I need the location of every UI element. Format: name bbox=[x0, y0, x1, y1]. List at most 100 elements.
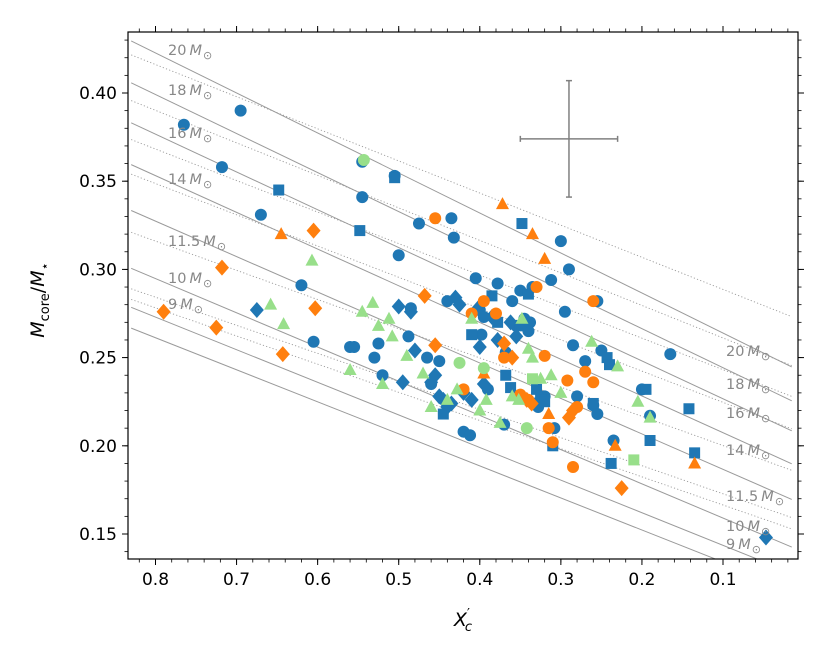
data-point-diamond bbox=[403, 303, 418, 320]
data-point-square bbox=[644, 435, 656, 447]
data-point-triangle bbox=[416, 366, 430, 379]
y-tick-label: 0.35 bbox=[79, 172, 117, 192]
data-point-triangle bbox=[515, 311, 529, 324]
data-point-triangle bbox=[264, 297, 278, 310]
data-point-triangle bbox=[608, 438, 622, 451]
data-point-circle bbox=[348, 341, 361, 354]
data-point-triangle bbox=[479, 392, 493, 405]
data-point-circle bbox=[475, 328, 488, 341]
data-point-circle bbox=[453, 356, 466, 369]
data-point-diamond bbox=[476, 376, 491, 393]
data-point-circle bbox=[546, 436, 559, 449]
data-point-circle bbox=[542, 422, 555, 435]
data-point-triangle bbox=[343, 362, 357, 375]
data-point-diamond bbox=[156, 303, 171, 320]
data-point-square bbox=[273, 184, 285, 196]
data-points bbox=[156, 104, 773, 546]
data-point-square bbox=[526, 373, 538, 385]
data-point-circle bbox=[554, 235, 567, 248]
data-point-triangle bbox=[440, 392, 454, 405]
data-point-square bbox=[522, 288, 534, 300]
data-point-diamond bbox=[524, 395, 539, 412]
plot-frame bbox=[127, 31, 799, 560]
error-bar bbox=[519, 79, 619, 198]
data-point-triangle bbox=[521, 341, 535, 354]
data-point-diamond bbox=[428, 367, 443, 384]
data-point-triangle bbox=[585, 334, 599, 347]
data-point-circle bbox=[254, 208, 267, 221]
data-point-circle bbox=[664, 348, 677, 361]
data-point-diamond bbox=[275, 346, 290, 363]
x-tick-label: 0.6 bbox=[304, 570, 331, 590]
data-point-square bbox=[587, 397, 599, 409]
data-point-diamond bbox=[503, 314, 518, 331]
data-point-circle bbox=[477, 362, 490, 375]
data-point-triangle bbox=[450, 382, 464, 395]
data-point-circle bbox=[567, 339, 580, 352]
data-point-diamond bbox=[395, 374, 410, 391]
x-tick-label: 0.5 bbox=[385, 570, 412, 590]
data-point-square bbox=[354, 225, 366, 237]
data-point-square bbox=[516, 218, 528, 230]
data-point-circle bbox=[445, 212, 458, 225]
data-point-square bbox=[466, 329, 478, 341]
data-point-square bbox=[539, 396, 551, 408]
data-point-square bbox=[689, 447, 701, 459]
data-point-circle bbox=[477, 295, 490, 308]
y-axis-label: Mcore/M⋆ bbox=[27, 262, 53, 338]
data-point-triangle bbox=[305, 253, 319, 266]
data-point-circle bbox=[376, 369, 389, 382]
data-point-square bbox=[531, 383, 543, 395]
data-point-circle bbox=[234, 104, 247, 117]
y-tick-label: 0.40 bbox=[79, 84, 117, 104]
dotted-track-line bbox=[131, 231, 792, 471]
data-point-square bbox=[514, 320, 526, 332]
data-point-triangle bbox=[643, 410, 657, 423]
data-point-circle bbox=[469, 272, 482, 285]
data-point-diamond bbox=[452, 296, 467, 313]
data-point-circle bbox=[587, 295, 600, 308]
track-line bbox=[130, 306, 759, 559]
data-point-circle bbox=[357, 154, 370, 167]
data-point-triangle bbox=[688, 456, 702, 469]
data-point-circle bbox=[591, 408, 604, 421]
data-point-circle bbox=[490, 307, 502, 320]
data-point-triangle bbox=[525, 350, 539, 363]
x-tick-label: 0.7 bbox=[223, 570, 250, 590]
data-point-circle bbox=[433, 355, 446, 368]
y-tick-label: 0.20 bbox=[79, 437, 117, 457]
data-point-circle bbox=[506, 295, 519, 308]
dotted-track-line bbox=[131, 139, 792, 397]
dotted-track-line bbox=[131, 100, 792, 366]
data-point-square bbox=[389, 172, 401, 184]
data-point-square bbox=[605, 457, 617, 469]
data-point-diamond bbox=[509, 328, 524, 345]
track-line bbox=[130, 164, 792, 465]
data-point-square bbox=[628, 454, 640, 466]
data-point-triangle bbox=[538, 251, 552, 264]
data-point-diamond bbox=[407, 342, 422, 359]
data-point-diamond bbox=[428, 337, 443, 354]
data-point-circle bbox=[372, 337, 385, 350]
dotted-track-line bbox=[131, 298, 792, 530]
data-point-circle bbox=[579, 365, 592, 378]
data-point-diamond bbox=[417, 287, 432, 304]
data-point-square bbox=[492, 316, 504, 328]
data-point-diamond bbox=[214, 259, 229, 276]
data-point-circle bbox=[571, 390, 584, 403]
data-point-diamond bbox=[566, 402, 581, 419]
track-line bbox=[130, 210, 792, 500]
data-point-circle bbox=[538, 349, 551, 362]
data-point-square bbox=[500, 369, 512, 381]
data-point-circle bbox=[392, 249, 405, 262]
